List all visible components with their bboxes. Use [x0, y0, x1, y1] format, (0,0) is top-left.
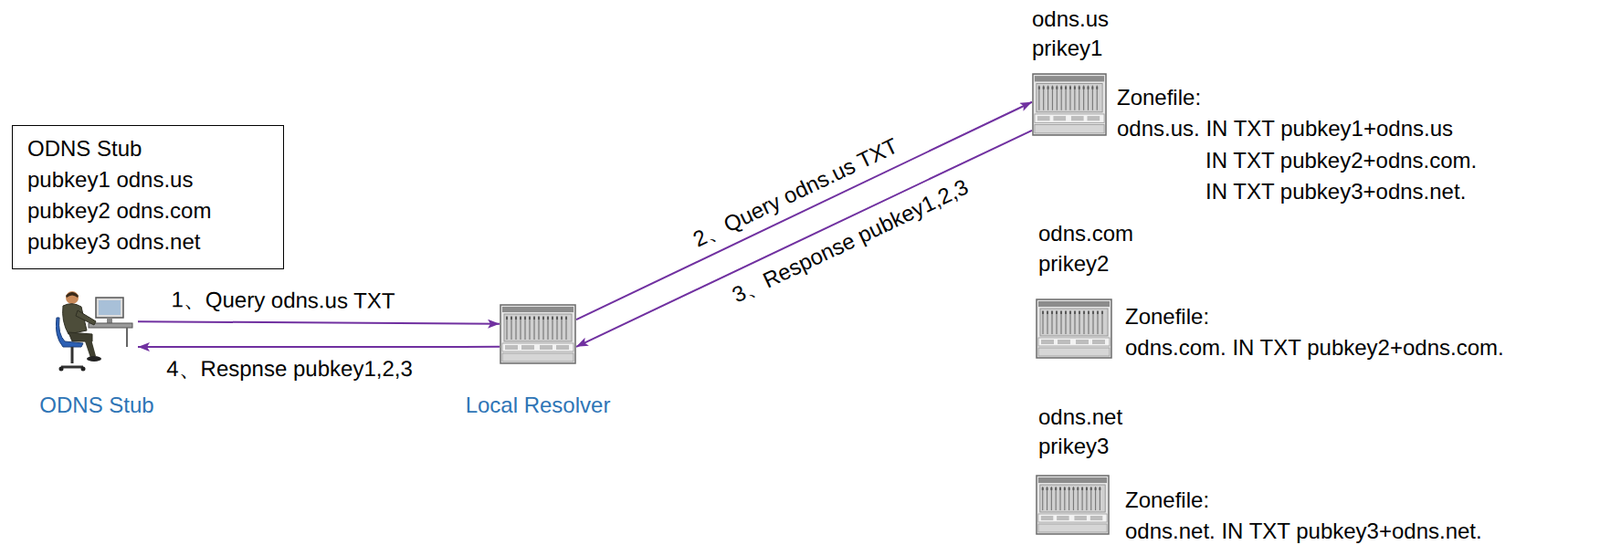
server-node: Local Resolver [499, 304, 577, 365]
edge-label: 1、Query odns.us TXT [170, 286, 395, 315]
message-arrow [576, 130, 1032, 348]
node-text: odns.us. IN TXT pubkey1+odns.us [1116, 115, 1453, 143]
node-text: odns.net [1038, 403, 1123, 432]
node-text: odns.net. IN TXT pubkey3+odns.net. [1125, 517, 1483, 545]
server-node: odns.usprikey1Zonefile:odns.us. IN TXT p… [1031, 73, 1107, 137]
node-text: prikey2 [1038, 250, 1109, 278]
node-text: odns.com [1038, 220, 1134, 248]
node-text: Zonefile: [1116, 84, 1201, 112]
node-text: pubkey2 odns.com [27, 195, 265, 227]
node-text: ODNS Stub [39, 391, 154, 420]
node-text: IN TXT pubkey3+odns.net. [1205, 178, 1466, 206]
node-text: Zonefile: [1125, 303, 1210, 331]
node-text: odns.com. IN TXT pubkey2+odns.com. [1125, 334, 1505, 362]
server-icon [1035, 298, 1113, 359]
message-arrow [137, 321, 500, 325]
node-text: prikey3 [1038, 432, 1109, 461]
node-text: pubkey3 odns.net [27, 226, 265, 258]
server-icon [499, 304, 577, 365]
edge-label: 4、Respnse pubkey1,2,3 [167, 356, 414, 382]
node-text: IN TXT pubkey2+odns.com. [1205, 147, 1477, 175]
key-list-box: ODNS Stubpubkey1 odns.uspubkey2 odns.com… [11, 125, 285, 270]
node-text: Zonefile: [1125, 486, 1210, 515]
server-icon [1035, 474, 1110, 536]
person-icon [55, 290, 138, 373]
server-node: odns.comprikey2Zonefile:odns.com. IN TXT… [1035, 298, 1113, 359]
message-arrow [137, 346, 500, 348]
message-arrow [576, 102, 1032, 320]
node-text: Local Resolver [465, 391, 611, 420]
node-text: prikey1 [1031, 34, 1103, 63]
server-icon [1031, 73, 1107, 137]
node-text: pubkey1 odns.us [27, 164, 265, 196]
client-node: ODNS Stub [55, 290, 138, 373]
node-text: odns.us [1031, 5, 1109, 33]
node-text: ODNS Stub [27, 133, 265, 165]
server-node: odns.netprikey3Zonefile:odns.net. IN TXT… [1035, 474, 1110, 536]
